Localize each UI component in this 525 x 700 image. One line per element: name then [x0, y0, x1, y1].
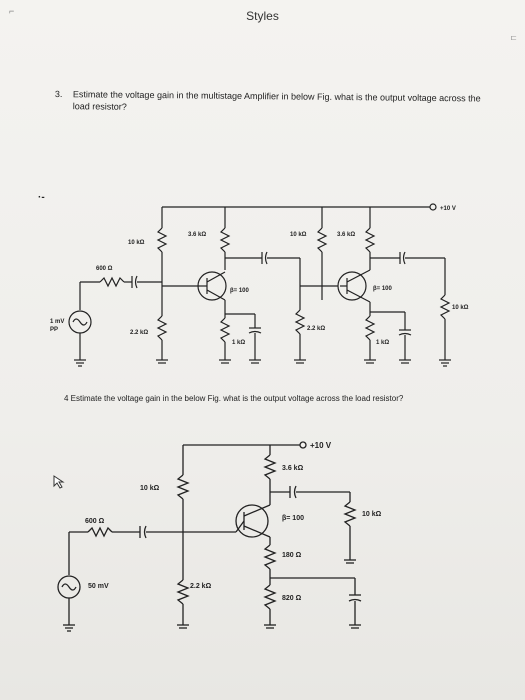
c1-rc1-label: 3.6 kΩ: [188, 232, 206, 238]
c1-beta1-label: β= 100: [230, 288, 250, 294]
c1-beta2-label: β= 100: [373, 286, 393, 292]
c1-rl-label: 10 kΩ: [452, 305, 469, 311]
question-4-text: 4 Estimate the voltage gain in the below…: [64, 394, 404, 403]
c1-re2-label: 1 kΩ: [376, 340, 389, 346]
c1-r3-label: 10 kΩ: [290, 232, 307, 238]
corner-mark-icon: ⌐: [9, 6, 15, 16]
c1-source-label: 1 mV: [50, 319, 64, 325]
c1-r4-label: 2.2 kΩ: [307, 326, 325, 332]
c2-rs-label: 600 Ω: [85, 518, 105, 525]
document-title: Styles: [246, 9, 279, 23]
c1-rc2-label: 3.6 kΩ: [337, 232, 355, 238]
corner-mark-icon: ⊏: [510, 33, 517, 42]
c2-re2-label: 820 Ω: [282, 595, 302, 602]
cursor-icon: [53, 475, 65, 489]
c2-supply-label: +10 V: [310, 441, 332, 450]
c1-r1-label: 10 kΩ: [128, 240, 145, 246]
c2-r1-label: 10 kΩ: [140, 485, 160, 492]
c2-rl-label: 10 kΩ: [362, 511, 382, 518]
bullet-mark-icon: ·-: [38, 192, 45, 203]
c1-r2-label: 2.2 kΩ: [130, 330, 148, 336]
c2-rc-label: 3.6 kΩ: [282, 465, 304, 472]
c2-source-label: 50 mV: [88, 583, 109, 590]
c2-beta-label: β= 100: [282, 515, 304, 522]
c1-supply-label: +10 V: [440, 206, 456, 212]
c2-r2-label: 2.2 kΩ: [190, 583, 212, 590]
c1-source-sub-label: PP: [50, 327, 58, 333]
c2-re1-label: 180 Ω: [282, 552, 302, 559]
c1-rs-label: 600 Ω: [96, 266, 113, 272]
c1-re1-label: 1 kΩ: [232, 340, 245, 346]
